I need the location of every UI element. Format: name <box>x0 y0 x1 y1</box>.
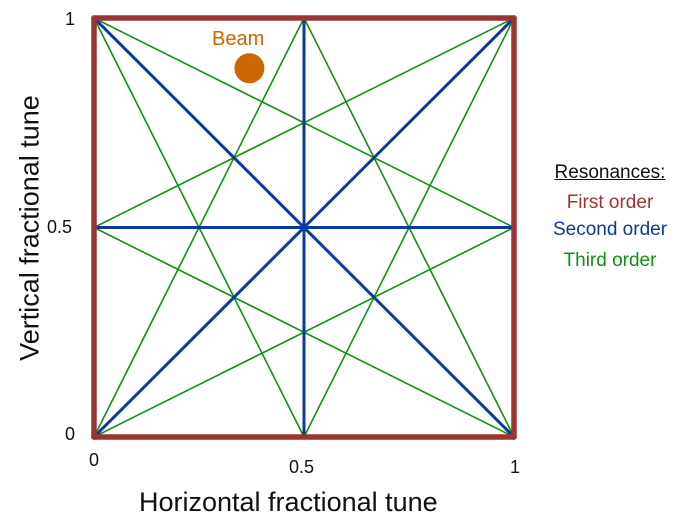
first-order-resonance-frame <box>91 15 517 440</box>
beam-marker <box>234 53 265 84</box>
second-order-resonance-lines <box>92 16 516 439</box>
x-tick-0.5: 0.5 <box>289 457 315 477</box>
y-tick-0.5: 0.5 <box>47 217 73 237</box>
x-tick-0: 0 <box>89 450 100 470</box>
legend-title: Resonances: <box>554 162 666 183</box>
y-tick-1: 1 <box>65 9 76 29</box>
y-axis-title: Vertical fractional tune <box>14 95 45 361</box>
x-axis-title: Horizontal fractional tune <box>139 487 438 517</box>
legend: Resonances: First order Second order Thi… <box>520 163 698 270</box>
x-tick-1: 1 <box>510 457 521 477</box>
beam-label: Beam <box>212 28 265 50</box>
legend-second-order: Second order <box>552 219 668 240</box>
y-tick-0: 0 <box>65 424 76 444</box>
legend-third-order: Third order <box>563 250 657 271</box>
legend-first-order: First order <box>566 192 654 213</box>
